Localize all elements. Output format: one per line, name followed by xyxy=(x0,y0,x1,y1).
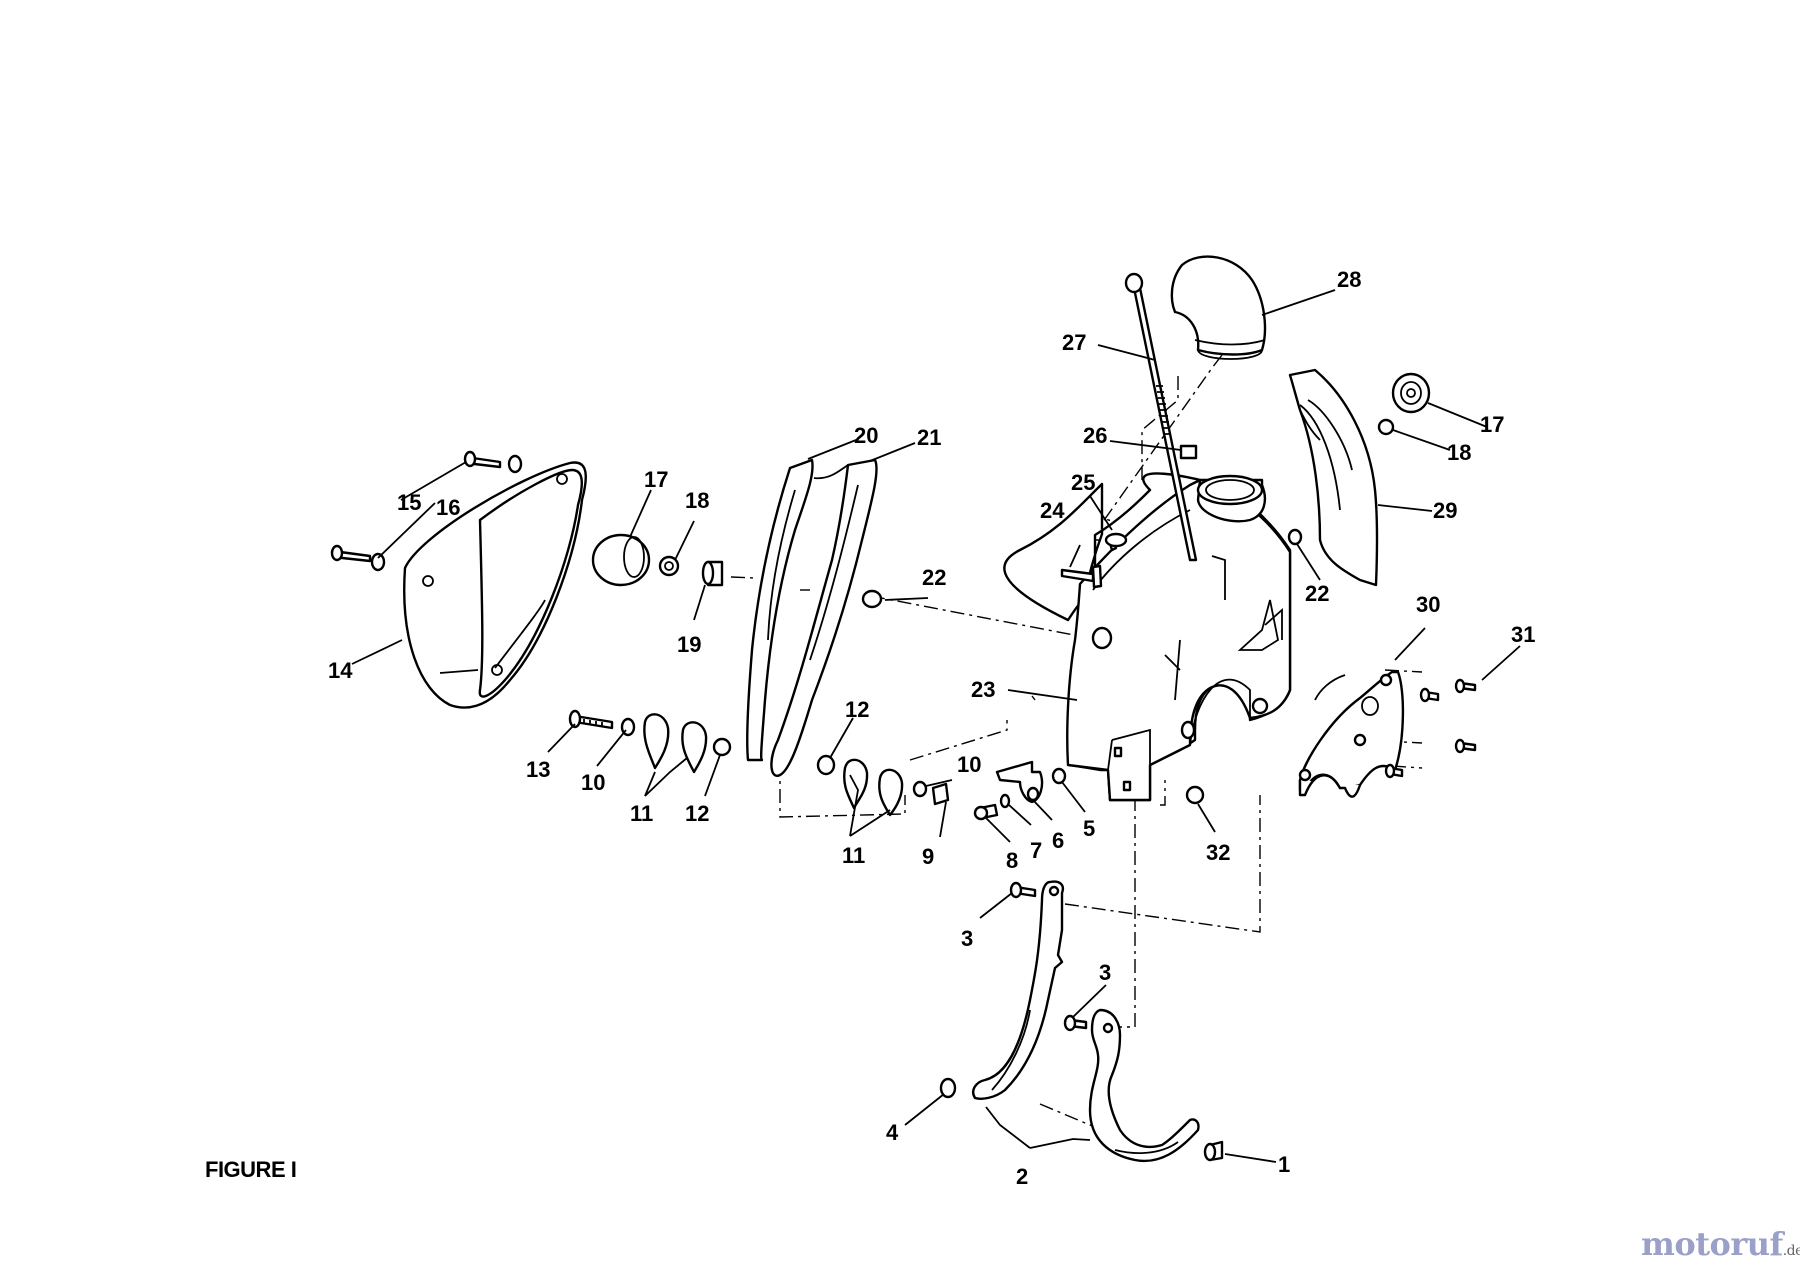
screw-icon xyxy=(1454,738,1477,754)
callout: 13 xyxy=(526,757,550,782)
callout: 18 xyxy=(685,488,709,513)
callout: 21 xyxy=(917,425,941,450)
callout: 10 xyxy=(581,770,605,795)
support-arms xyxy=(939,880,1224,1163)
cover-inner xyxy=(478,468,584,698)
screw-icon xyxy=(330,544,372,563)
callout: 3 xyxy=(1099,960,1111,985)
screw-icon xyxy=(1009,881,1037,899)
bracket-icon xyxy=(878,768,904,817)
callout: 17 xyxy=(644,467,668,492)
callout: 23 xyxy=(971,677,995,702)
callout: 24 xyxy=(1040,498,1065,523)
callout: 22 xyxy=(922,565,946,590)
washer-icon xyxy=(370,552,386,572)
watermark-brand: motoruf xyxy=(1641,1225,1783,1263)
callout: 9 xyxy=(922,844,934,869)
callout: 14 xyxy=(328,658,353,683)
washer-icon xyxy=(861,589,883,609)
spacer-icon xyxy=(816,754,836,776)
callout: 17 xyxy=(1480,412,1504,437)
threaded-rod-assembly xyxy=(1124,272,1198,562)
bolt-icon xyxy=(568,709,614,730)
slot-icon xyxy=(1113,746,1123,758)
rail-20 xyxy=(746,458,814,762)
pivot-hardware-right xyxy=(973,760,1205,821)
washer-icon xyxy=(912,780,928,798)
callout: 2 xyxy=(1016,1164,1028,1189)
callout: 1 xyxy=(1278,1152,1290,1177)
callout: 19 xyxy=(677,632,701,657)
port-icon xyxy=(1180,720,1196,740)
callout: 29 xyxy=(1433,498,1457,523)
watermark-logo: motoruf.de xyxy=(1641,1225,1800,1263)
mounting-plate xyxy=(1298,670,1477,798)
slide-rails xyxy=(746,458,950,817)
callout: 18 xyxy=(1447,440,1471,465)
screw-icon xyxy=(1454,678,1477,694)
callout: 28 xyxy=(1337,267,1361,292)
blade-cover-assembly xyxy=(330,450,587,709)
callout: 32 xyxy=(1206,840,1230,865)
callout: 12 xyxy=(685,801,709,826)
right-guard xyxy=(1287,368,1431,587)
screw-icon xyxy=(463,450,502,469)
leader-lines xyxy=(351,289,1521,1163)
dust-elbow xyxy=(1170,255,1267,360)
bracket-icon xyxy=(643,713,670,770)
port-icon xyxy=(1091,626,1113,650)
callout: 10 xyxy=(957,752,981,777)
arm-back xyxy=(1088,1008,1200,1163)
callout: 3 xyxy=(961,926,973,951)
screw-icon xyxy=(1063,1014,1088,1032)
washer-icon xyxy=(1026,786,1040,802)
washer-icon xyxy=(507,454,523,474)
callout: 8 xyxy=(1006,848,1018,873)
nut-icon xyxy=(931,782,950,806)
callout: 11 xyxy=(630,801,653,826)
callout: 20 xyxy=(854,423,878,448)
callout: 6 xyxy=(1052,828,1064,853)
washer-icon xyxy=(1287,528,1303,546)
slot-icon xyxy=(1122,780,1132,792)
arm-front xyxy=(972,880,1064,1100)
washer-icon xyxy=(1051,767,1067,785)
watermark-tld: .de xyxy=(1782,1243,1800,1259)
alignment-lines xyxy=(730,354,1423,1129)
callout: 7 xyxy=(1030,838,1042,863)
washer-icon xyxy=(1377,418,1395,436)
spacer-icon xyxy=(712,737,732,757)
pin-icon xyxy=(1104,532,1128,552)
bolt-icon xyxy=(1060,564,1103,589)
callout: 30 xyxy=(1416,592,1440,617)
callout: 31 xyxy=(1511,622,1535,647)
callout: 5 xyxy=(1083,816,1095,841)
screw-icon xyxy=(1419,687,1440,703)
callout: 4 xyxy=(886,1120,899,1145)
pivot-hardware-left xyxy=(568,709,732,774)
callout: 11 xyxy=(842,843,865,868)
callout: 15 xyxy=(397,490,421,515)
washer-icon xyxy=(999,793,1011,809)
knob-assembly-left xyxy=(591,533,724,587)
callout: 27 xyxy=(1062,330,1086,355)
callout: 16 xyxy=(436,495,460,520)
callout: 26 xyxy=(1083,423,1107,448)
callout: 12 xyxy=(845,697,869,722)
clip-icon xyxy=(1179,444,1198,460)
washer-icon xyxy=(658,555,680,577)
nut-icon xyxy=(939,1077,957,1099)
nut-icon xyxy=(1185,785,1205,805)
housing-shell xyxy=(1066,478,1292,802)
port-icon xyxy=(1251,697,1269,715)
knob-icon xyxy=(591,533,651,587)
callout: 22 xyxy=(1305,581,1329,606)
bracket-icon xyxy=(681,721,708,774)
screw-icon xyxy=(1384,763,1404,779)
figure-label: FIGURE I xyxy=(205,1157,297,1182)
callout-numbers: 1 2 3 3 4 5 6 7 8 9 10 10 11 11 12 12 13… xyxy=(328,267,1535,1189)
callout: 25 xyxy=(1071,470,1095,495)
knob-icon xyxy=(1391,372,1431,414)
